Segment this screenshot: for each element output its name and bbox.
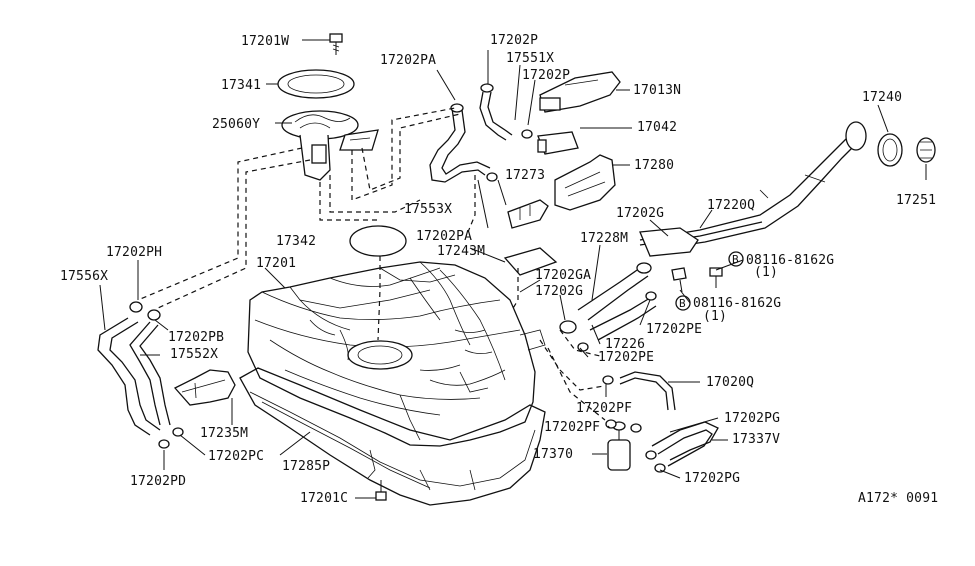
label-17042: 17042 <box>637 120 677 135</box>
fuel-pump-assembly <box>277 33 379 181</box>
tube-17020Q <box>619 371 676 411</box>
label-17202PG-b: 17202PG <box>684 471 740 486</box>
label-17551X: 17551X <box>506 51 554 66</box>
label-17235M: 17235M <box>200 426 248 441</box>
label-17226: 17226 <box>605 337 645 352</box>
bolt-marker-b: B <box>679 297 686 310</box>
filler-tube-17220Q <box>639 121 867 257</box>
label-08116-b: 08116-8162G <box>693 296 781 311</box>
bracket-17273 <box>507 199 549 229</box>
label-17201: 17201 <box>256 256 296 271</box>
label-17202G-top: 17202G <box>616 206 664 221</box>
tube-17020Q-outline <box>619 377 669 411</box>
label-17553X: 17553X <box>404 202 452 217</box>
label-17201W: 17201W <box>241 34 289 49</box>
label-17202PE-a: 17202PE <box>646 322 702 337</box>
bolts-08116 <box>671 251 744 311</box>
left-hoses <box>97 301 184 449</box>
label-17202PB: 17202PB <box>168 330 224 345</box>
label-17202PA-mid: 17202PA <box>416 229 472 244</box>
bolt-marker-a: B <box>732 253 739 266</box>
label-17202PH: 17202PH <box>106 245 162 260</box>
filler-cap-parts <box>877 133 936 167</box>
label-17202PA-top: 17202PA <box>380 53 436 68</box>
fuel-filter-17370 <box>607 421 642 471</box>
leader-lines <box>99 39 927 499</box>
label-17202PF-a: 17202PF <box>576 401 632 416</box>
label-17556X: 17556X <box>60 269 108 284</box>
label-17337V: 17337V <box>732 432 780 447</box>
label-17202G-mid: 17202G <box>535 284 583 299</box>
label-17285P: 17285P <box>282 459 330 474</box>
label-17240: 17240 <box>862 90 902 105</box>
label-17202PF-b: 17202PF <box>544 420 600 435</box>
label-17202PG-a: 17202PG <box>724 411 780 426</box>
label-17013N: 17013N <box>633 83 681 98</box>
label-08116-b-qty: (1) <box>703 309 727 324</box>
label-17228M: 17228M <box>580 231 628 246</box>
label-17552X: 17552X <box>170 347 218 362</box>
label-17202PE-b: 17202PE <box>598 350 654 365</box>
label-17280: 17280 <box>634 158 674 173</box>
label-17220Q: 17220Q <box>707 198 755 213</box>
label-17202GA: 17202GA <box>535 268 591 283</box>
gasket-17342 <box>349 225 407 257</box>
label-25060Y: 25060Y <box>212 117 260 132</box>
label-08116-a-qty: (1) <box>754 265 778 280</box>
label-17251: 17251 <box>896 193 936 208</box>
canister-bracket-17013N <box>539 71 621 113</box>
filter-17042 <box>537 131 579 155</box>
heat-shield-17285P <box>239 367 546 506</box>
label-17202PD: 17202PD <box>130 474 186 489</box>
vapor-hoses <box>429 83 533 183</box>
routing-lines <box>137 107 606 421</box>
hose-17337V <box>645 421 719 473</box>
fuel-tank-17201 <box>247 261 546 447</box>
label-17202P-top: 17202P <box>490 33 538 48</box>
label-17020Q: 17020Q <box>706 375 754 390</box>
label-17273: 17273 <box>505 168 545 183</box>
label-17201C: 17201C <box>300 491 348 506</box>
figure-code: A172* 0091 <box>858 491 938 506</box>
label-17202PC: 17202PC <box>208 449 264 464</box>
label-17202P-mid: 17202P <box>522 68 570 83</box>
label-17341: 17341 <box>221 78 261 93</box>
bolt-17201C <box>375 480 387 501</box>
label-17342: 17342 <box>276 234 316 249</box>
label-17243M: 17243M <box>437 244 485 259</box>
label-08116-a: 08116-8162G <box>746 253 834 268</box>
label-17370: 17370 <box>533 447 573 462</box>
protector-17280 <box>554 154 616 211</box>
bracket-17235M <box>173 369 236 410</box>
